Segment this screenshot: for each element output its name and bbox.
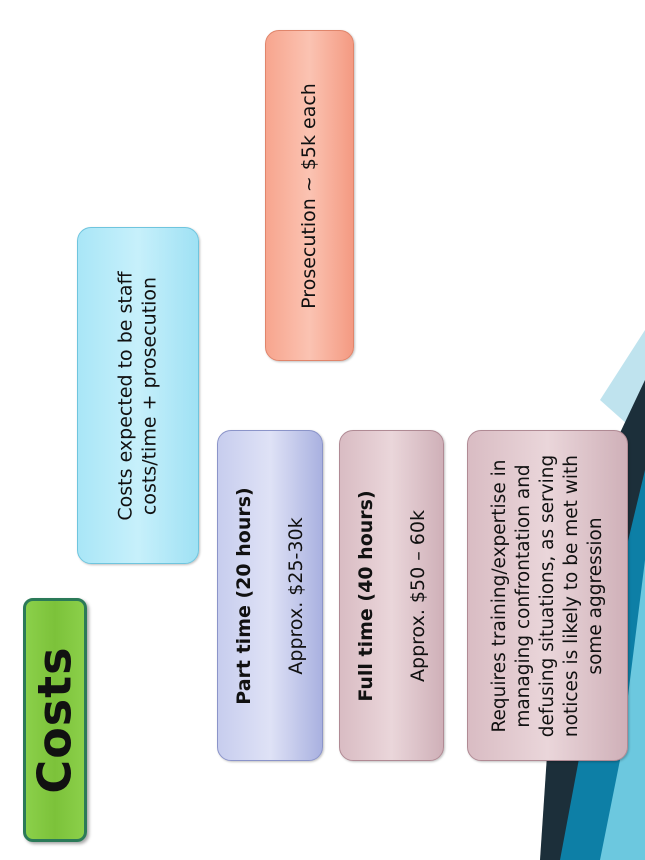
decor-light-wedge — [600, 330, 645, 440]
prosecution-text: Prosecution ~ $5k each — [297, 82, 320, 309]
part-time-amount: Approx. $25-30k — [285, 516, 307, 675]
prosecution-box: Prosecution ~ $5k each — [265, 30, 354, 361]
costs-expected-box: Costs expected to be staff costs/time + … — [77, 227, 199, 564]
page-title: Costs — [27, 646, 82, 794]
part-time-box: Part time (20 hours) Approx. $25-30k — [217, 430, 323, 761]
full-time-box: Full time (40 hours) Approx. $50 – 60k — [339, 430, 444, 761]
part-time-heading: Part time (20 hours) — [233, 486, 255, 705]
training-requirement-text: Requires training/expertise in managing … — [488, 454, 606, 737]
full-time-amount: Approx. $50 – 60k — [406, 509, 429, 682]
full-time-heading: Full time (40 hours) — [354, 489, 377, 702]
title-box: Costs — [23, 598, 87, 842]
costs-expected-text: Costs expected to be staff costs/time + … — [114, 270, 160, 521]
training-requirement-box: Requires training/expertise in managing … — [467, 430, 628, 761]
